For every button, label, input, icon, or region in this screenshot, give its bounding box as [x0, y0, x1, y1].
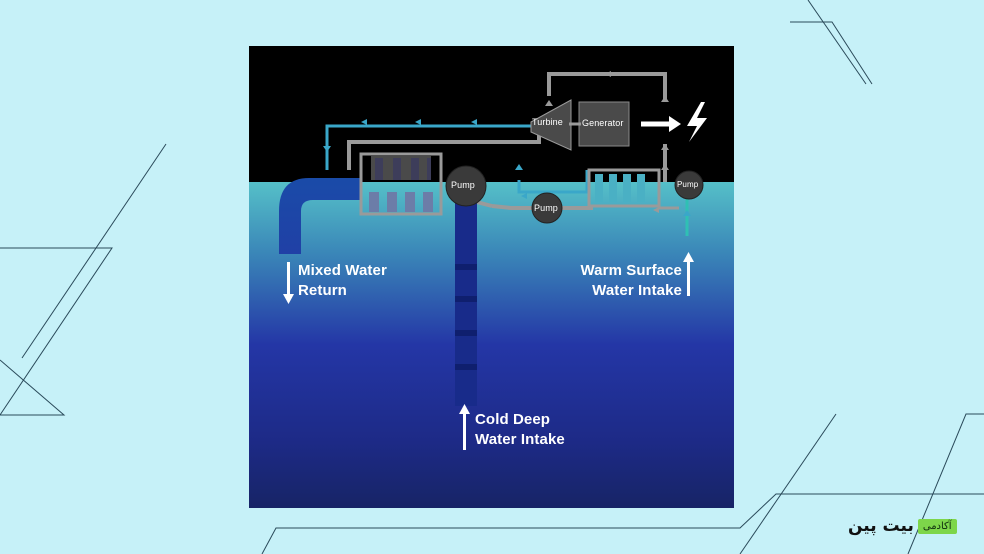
brand-logo: بیت پین آکادمی [848, 514, 957, 538]
turbine-label: Turbine [532, 117, 563, 127]
otec-diagram: Turbine Generator Pump Pump Pump Mixed W… [249, 46, 734, 508]
deco-line-bottom-mid [739, 413, 837, 554]
flow-arrows-blue [323, 119, 691, 216]
evaporator [587, 168, 661, 208]
condenser [359, 152, 443, 216]
deco-line-left [0, 247, 113, 416]
warm-surface-intake-label: Warm Surface Water Intake [580, 262, 682, 299]
mixed-water-pipe [279, 178, 361, 254]
pump-middle-circle [531, 192, 563, 224]
deco-line-bottom [261, 493, 984, 554]
pump-middle-label: Pump [534, 203, 558, 213]
pump-warm-label: Pump [677, 180, 699, 189]
cold-water-pipe [455, 194, 477, 406]
lightning-bolt-icon [687, 102, 707, 142]
cold-deep-intake-label: Cold Deep Water Intake [475, 411, 565, 448]
pump-cold-label: Pump [451, 180, 475, 190]
ocean [249, 182, 734, 508]
mixed-water-return-label: Mixed Water Return [298, 262, 387, 299]
flow-arrows-grey [545, 71, 669, 213]
sky [249, 46, 734, 182]
electricity-output [641, 116, 681, 132]
direction-arrows [283, 252, 694, 450]
turbine-shape [530, 99, 572, 151]
deco-line-top-right-2 [807, 0, 867, 85]
deco-line-top-right [790, 21, 873, 85]
deco-line-bottom-right [907, 413, 984, 554]
logo-badge: آکادمی [917, 518, 957, 534]
deco-line-left-diag [21, 143, 167, 359]
generator-box [578, 101, 630, 147]
logo-word: بیت پین [848, 516, 914, 536]
generator-label: Generator [582, 118, 624, 128]
pump-cold-circle [445, 165, 487, 207]
pump-warm-circle [674, 170, 704, 200]
